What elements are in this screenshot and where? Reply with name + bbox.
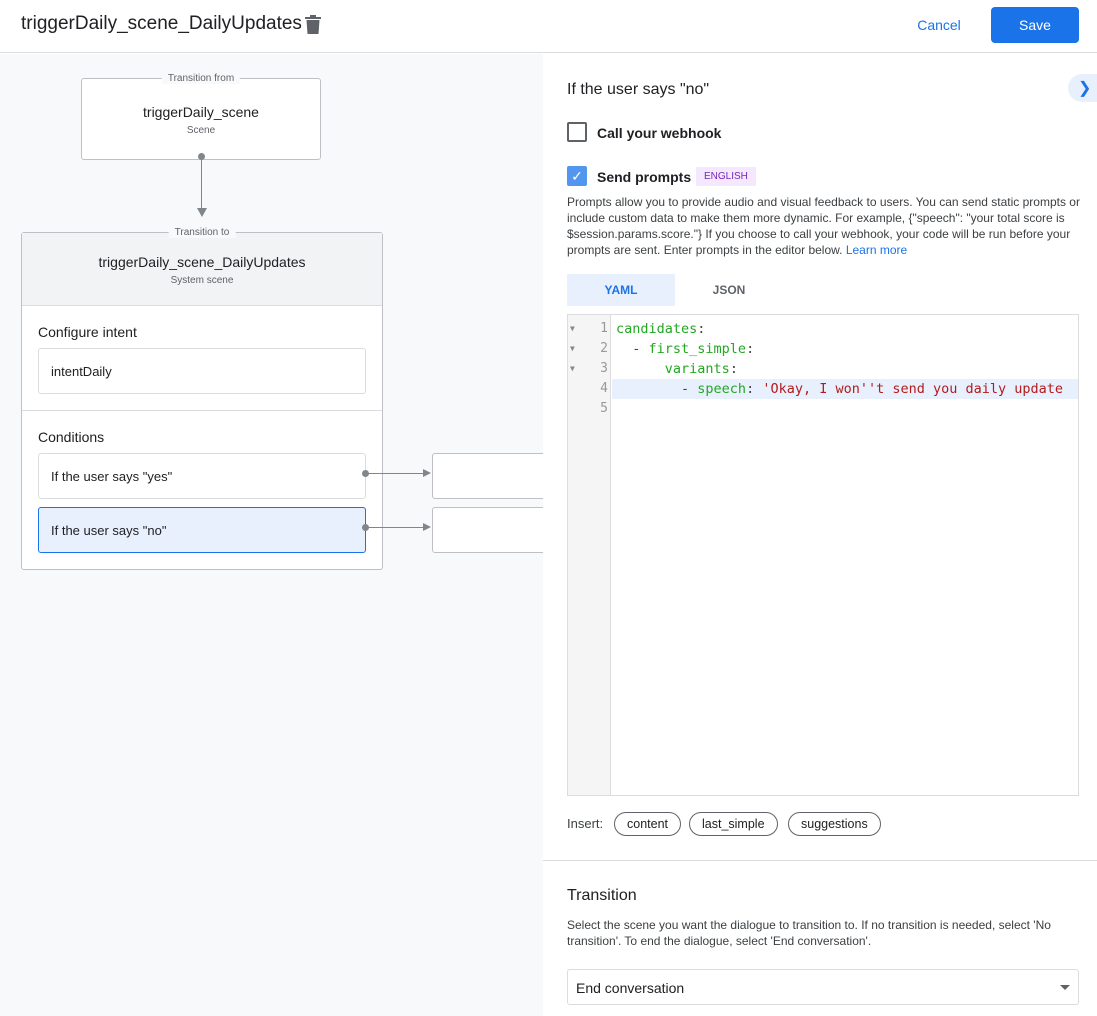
active-line-highlight: [612, 379, 1078, 399]
connector-line: [366, 527, 424, 528]
save-button[interactable]: Save: [991, 7, 1079, 43]
divider: [22, 410, 382, 411]
learn-more-link[interactable]: Learn more: [845, 243, 908, 257]
header: triggerDaily_scene_DailyUpdates Cancel S…: [0, 0, 1097, 53]
to-scene-name: triggerDaily_scene_DailyUpdates: [98, 254, 306, 270]
target-node-no[interactable]: [432, 507, 562, 553]
code-sep: :: [746, 381, 763, 397]
transition-from-node[interactable]: Transition from triggerDaily_scene Scene: [81, 73, 321, 160]
arrow-right-icon: [423, 469, 431, 477]
transition-to-label: Transition to: [168, 227, 236, 238]
send-prompts-checkbox[interactable]: ✓: [567, 166, 587, 186]
chevron-right-icon[interactable]: ❯: [1068, 74, 1097, 102]
insert-chip-suggestions[interactable]: suggestions: [788, 812, 881, 836]
arrow-right-icon: [423, 523, 431, 531]
code-line: candidates:: [616, 319, 705, 339]
trash-icon[interactable]: [305, 15, 321, 34]
tab-json[interactable]: JSON: [712, 283, 746, 297]
code-line: - speech: 'Okay, I won''t send you daily…: [616, 379, 1063, 399]
code-indent: -: [616, 341, 649, 357]
transition-description: Select the scene you want the dialogue t…: [567, 918, 1051, 948]
transition-from-label: Transition from: [161, 73, 241, 84]
line-number: 3: [600, 361, 608, 376]
code-indent: -: [616, 381, 698, 397]
insert-chip-last-simple[interactable]: last_simple: [689, 812, 778, 836]
target-node-yes[interactable]: [432, 453, 562, 499]
details-panel: If the user says "no" ❯ Call your webhoo…: [543, 54, 1097, 1016]
dropdown-caret-icon: [1060, 985, 1070, 990]
cancel-button[interactable]: Cancel: [904, 8, 974, 42]
code-key: speech: [697, 381, 747, 397]
line-number: 1: [600, 321, 608, 336]
intent-box[interactable]: intentDaily: [38, 348, 366, 394]
divider: [543, 860, 1097, 861]
conditions-heading: Conditions: [38, 429, 105, 445]
check-icon: ✓: [571, 168, 583, 184]
code-key: candidates: [616, 321, 698, 337]
insert-label: Insert:: [567, 816, 604, 831]
code-sep: :: [697, 321, 706, 337]
webhook-checkbox[interactable]: [567, 122, 587, 142]
prompts-description: Prompts allow you to provide audio and v…: [567, 194, 1082, 258]
line-number: 2: [600, 341, 608, 356]
condition-no[interactable]: If the user says "no": [38, 507, 366, 553]
description-text: Prompts allow you to provide audio and v…: [567, 195, 1080, 257]
transition-to-node: Transition to triggerDaily_scene_DailyUp…: [21, 227, 383, 570]
page-title: triggerDaily_scene_DailyUpdates: [21, 13, 302, 34]
to-scene-type: System scene: [170, 275, 234, 286]
webhook-label: Call your webhook: [597, 125, 722, 141]
from-scene-type: Scene: [186, 125, 216, 136]
condition-yes[interactable]: If the user says "yes": [38, 453, 366, 499]
insert-chip-content[interactable]: content: [614, 812, 682, 836]
code-key: first_simple: [648, 341, 747, 357]
line-number: 4: [600, 381, 608, 396]
node-header: [22, 233, 382, 306]
fold-arrow-icon[interactable]: ▼: [570, 344, 575, 353]
fold-arrow-icon[interactable]: ▼: [570, 364, 575, 373]
language-badge: ENGLISH: [696, 167, 756, 186]
tab-yaml[interactable]: YAML: [567, 274, 675, 306]
code-indent: [616, 361, 665, 377]
code-value: 'Okay, I won''t send you daily update: [762, 381, 1064, 397]
flow-canvas: Transition from triggerDaily_scene Scene…: [0, 54, 562, 1016]
code-sep: :: [729, 361, 738, 377]
transition-heading: Transition: [567, 887, 637, 904]
line-number: 5: [600, 401, 608, 416]
connector-line: [366, 473, 424, 474]
from-scene-name: triggerDaily_scene: [143, 104, 259, 120]
code-key: variants: [664, 361, 730, 377]
panel-title: If the user says "no": [567, 81, 710, 98]
transition-select[interactable]: End conversation: [567, 969, 1079, 1005]
editor-gutter: [568, 315, 611, 795]
code-sep: :: [746, 341, 755, 357]
code-line: variants:: [616, 359, 738, 379]
connector-dot: [362, 470, 369, 477]
connector-line: [201, 158, 202, 208]
arrow-down-icon: [197, 208, 207, 217]
connector-dot: [362, 524, 369, 531]
connector-dot: [198, 153, 205, 160]
send-prompts-label: Send prompts: [597, 169, 692, 185]
code-editor[interactable]: 1 ▼ candidates: 2 ▼ - first_simple: 3 ▼ varian…: [567, 314, 1079, 796]
code-line: - first_simple:: [616, 339, 754, 359]
fold-arrow-icon[interactable]: ▼: [570, 324, 575, 333]
transition-selected: End conversation: [576, 980, 685, 996]
configure-intent-heading: Configure intent: [38, 324, 137, 340]
